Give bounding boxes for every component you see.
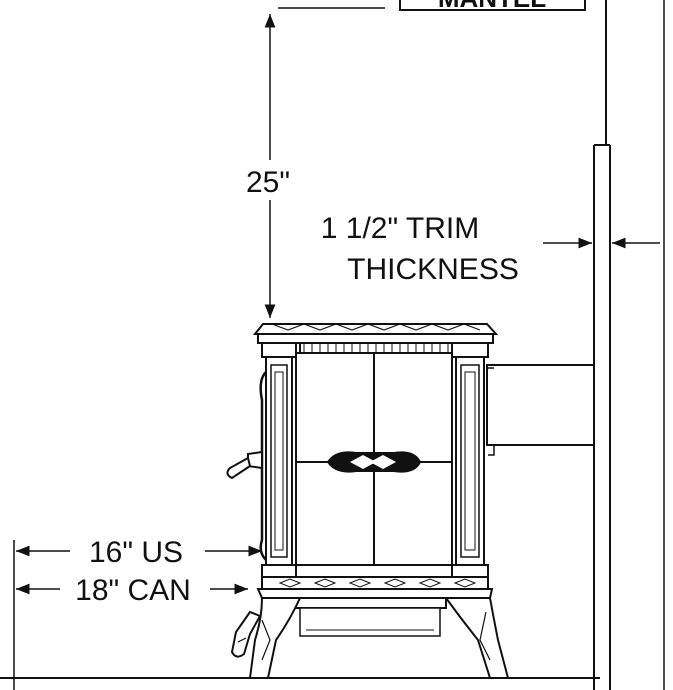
stove-doors xyxy=(295,352,453,566)
mantel-label: MANTEL xyxy=(438,0,546,13)
mantel: MANTEL xyxy=(399,0,586,13)
trim-label-line1: 1 1/2" TRIM xyxy=(321,212,479,245)
stove xyxy=(226,323,595,679)
left-column xyxy=(261,342,297,578)
stove-legs xyxy=(248,597,510,679)
stove-base xyxy=(256,576,494,637)
height-label: 25" xyxy=(246,166,290,199)
us-clearance-label: 16" US xyxy=(89,536,183,569)
stove-top xyxy=(252,323,499,354)
height-label-bg xyxy=(238,160,300,200)
flue-pipe xyxy=(486,364,595,446)
right-column xyxy=(451,342,489,578)
can-clearance-label: 18" CAN xyxy=(75,574,191,607)
side-latch xyxy=(226,450,263,480)
ash-lever xyxy=(230,610,262,658)
trim-board xyxy=(593,144,611,690)
door-handle xyxy=(326,451,422,473)
trim-label-line2: THICKNESS xyxy=(347,253,519,286)
